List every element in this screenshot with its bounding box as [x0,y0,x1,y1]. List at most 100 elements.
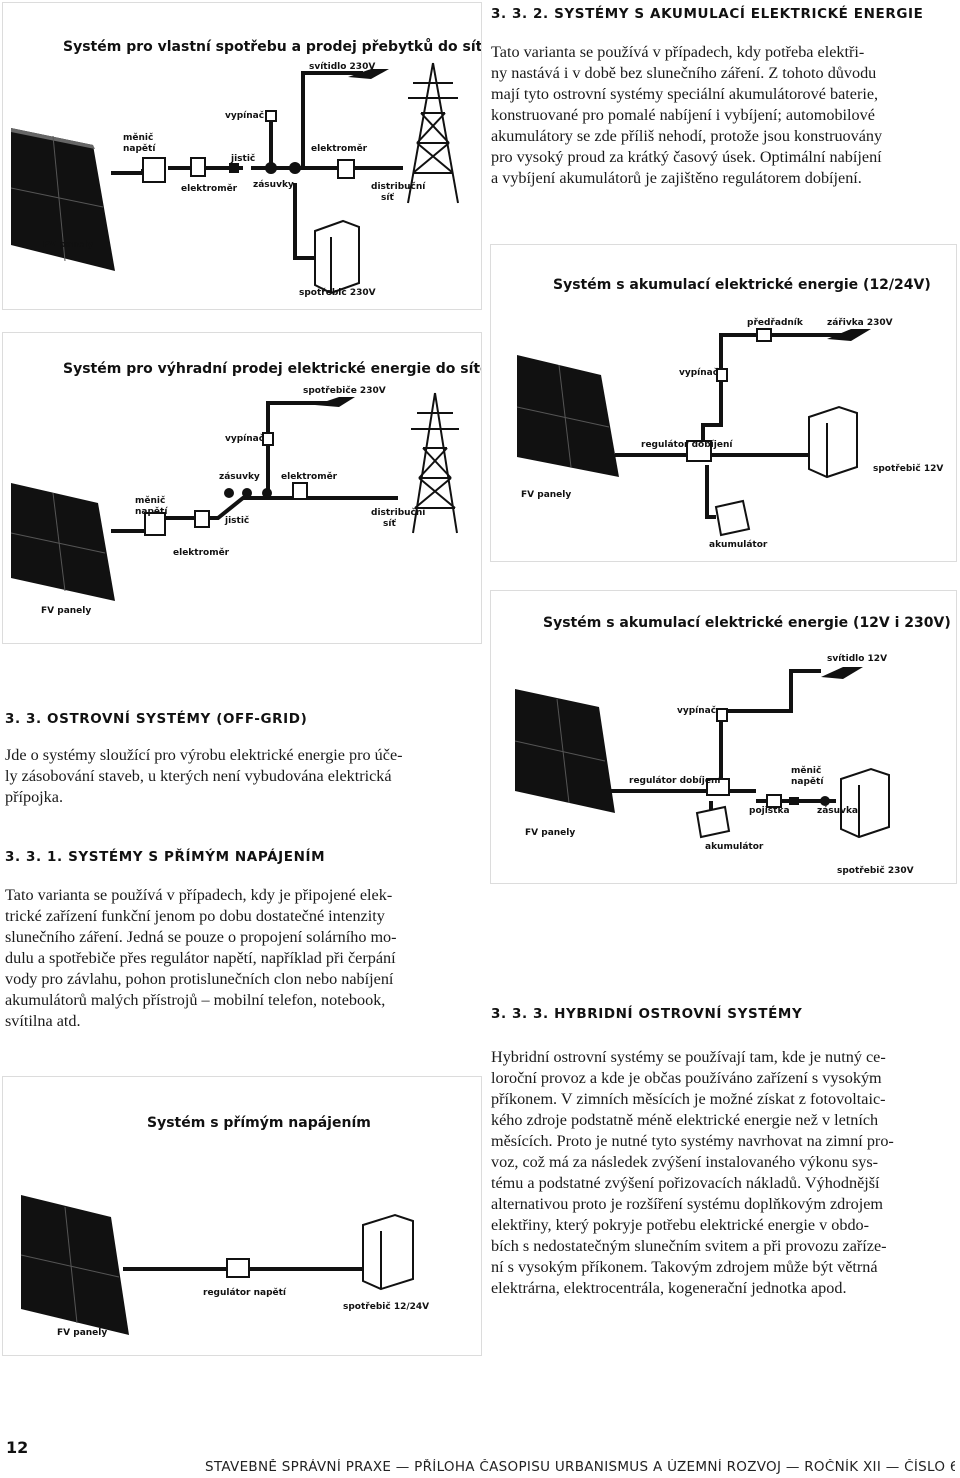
label: svítidlo 12V [827,654,887,664]
switch-icon [716,708,728,722]
label: elektroměr [173,547,230,558]
label: zásuvka [817,806,858,816]
text-line: vody pro závlahu, pohon protislunečních … [5,970,394,988]
regulator-icon [686,440,712,462]
text-line: a vybíjení akumulátorů je zajištěno regu… [491,169,862,187]
label: síť [381,193,394,203]
label: FV panely [521,490,571,500]
diagram-title: Systém pro vlastní spotřebu a prodej pře… [63,38,481,55]
text-line: mají tyto ostrovní systémy speciální aku… [491,85,879,103]
label: FV panely [57,1328,107,1338]
label: distribuční [371,181,426,192]
ballast-icon [756,328,772,342]
label: spotřebič 230V [299,287,376,298]
publication-footer: STAVEBNĚ SPRÁVNÍ PRAXE — PŘÍLOHA ČASOPIS… [205,1459,955,1475]
label: jistič [224,515,249,526]
label: spotřebič 12V [873,463,943,474]
section-heading-3-3: 3. 3. Ostrovní systémy (off-grid) [5,711,308,727]
diagram-accumulation-12-24v-svg: Systém s akumulací elektrické energie (1… [516,277,943,550]
socket-icon [265,162,277,174]
label: regulátor napětí [203,1287,287,1298]
text-line: akumulátory se zde příliš nehodí, protož… [491,127,883,145]
solar-panel-icon [10,483,115,601]
label: spotřebiče 230V [303,385,386,396]
text-line: ní s vysokým příkonem. Takovým zdrojem m… [491,1258,878,1276]
text-line: konstruované pro pomalé nabíjení i vybíj… [491,106,875,124]
solar-panel-icon [20,1195,129,1335]
battery-icon [714,499,751,537]
solar-panel-icon [10,128,115,271]
text-line: kého zdroje podstatně méně elektrické en… [491,1111,879,1129]
switch-icon [265,110,277,122]
diagram-grid-sale-svg: Systém pro výhradní prodej elektrické en… [10,361,481,616]
pylon-icon [411,392,459,534]
section-body-3-3-2: Tato varianta se používá v případech, kd… [491,42,955,189]
fridge-icon [314,219,360,295]
text-line: loroční provoz a kde je občas používáno … [491,1069,882,1087]
text-line: bích s nedostatečným slunečním svitem a … [491,1237,887,1255]
diagram-direct-supply-svg: Systém s přímým napájením regulátor napě… [20,1115,429,1338]
fridge-icon [808,405,858,479]
text-line: trické zařízení funkční jenom po dobu do… [5,907,385,925]
label: síť [383,519,396,529]
socket-icon [262,488,272,498]
text-line: Hybridní ostrovní systémy se používají t… [491,1048,886,1066]
page-number: 12 [6,1438,29,1457]
meter-icon [194,510,210,528]
label: FV panely [43,240,93,250]
battery-icon [695,805,731,839]
text-line: ny nastává i v době bez slunečního zářen… [491,64,877,82]
lamp-icon [827,329,871,341]
section-heading-3-3-3: 3. 3. 3. Hybridní ostrovní systémy [491,1006,803,1022]
diagram-title: Systém s přímým napájením [147,1115,371,1131]
label: FV panely [525,828,575,838]
diagram-accumulation-12v-230v-svg: Systém s akumulací elektrické energie (1… [514,615,951,876]
label: vypínač [679,367,718,378]
label: svítidlo 230V [309,62,375,72]
label: vypínač [225,433,264,444]
lamp-icon [821,667,863,679]
label: regulátor dobíjení [641,440,733,450]
switch-icon [716,368,728,382]
text-line: akumulátorů malých přístrojů – mobilní t… [5,991,386,1009]
text-line: svítilna atd. [5,1012,81,1030]
label: zářivka 230V [827,318,893,328]
regulator-icon [226,1258,250,1278]
label: regulátor dobíjení [629,776,721,786]
solar-panel-icon [514,689,615,813]
text-line: tému a podstatné zvýšení pořizovacích ná… [491,1174,880,1192]
switch-icon [262,432,274,446]
diagram-own-consumption-svg: Systém pro vlastní spotřebu a prodej pře… [10,38,481,298]
label: napětí [123,143,156,154]
text-line: Jde o systémy sloužící pro výrobu elektr… [5,746,403,764]
text-line: elektřiny, který pokryje potřebu elektri… [491,1216,870,1234]
breaker-icon [229,163,239,173]
socket-icon [289,162,301,174]
text-line: Tato varianta se používá v případech, kd… [5,886,393,904]
label: měnič [135,495,165,506]
regulator-icon [706,778,730,796]
label: elektroměr [181,183,238,194]
text-line: příkonem. V zimních měsících je možné zí… [491,1090,886,1108]
meter-icon [337,159,355,179]
text-line: Tato varianta se používá v případech, kd… [491,43,865,61]
text-line: dulu a spotřebiče přes regulátor napětí,… [5,949,396,967]
label: jistič [230,153,255,164]
label: elektroměr [311,143,368,154]
label: napětí [791,776,824,787]
diagram-accumulation-12-24v: Systém s akumulací elektrické energie (1… [490,244,957,562]
label: měnič [123,132,153,143]
diagram-title: Systém s akumulací elektrické energie (1… [543,615,951,631]
section-body-3-3: Jde o systémy sloužící pro výrobu elektr… [5,745,469,808]
pylon-icon [407,62,459,204]
diagram-title: Systém pro výhradní prodej elektrické en… [63,361,481,377]
fridge-icon [840,767,890,839]
text-line: ly zásobování staveb, u kterých není vyb… [5,767,392,785]
fuse-icon [789,797,799,805]
label: akumulátor [705,842,764,852]
text-line: měsících. Proto je nutné tyto systémy na… [491,1132,894,1150]
text-line: pro vysoký proud za krátký časový úsek. … [491,148,882,166]
label: měnič [791,765,821,776]
fridge-icon [362,1213,414,1291]
label: akumulátor [709,540,768,550]
